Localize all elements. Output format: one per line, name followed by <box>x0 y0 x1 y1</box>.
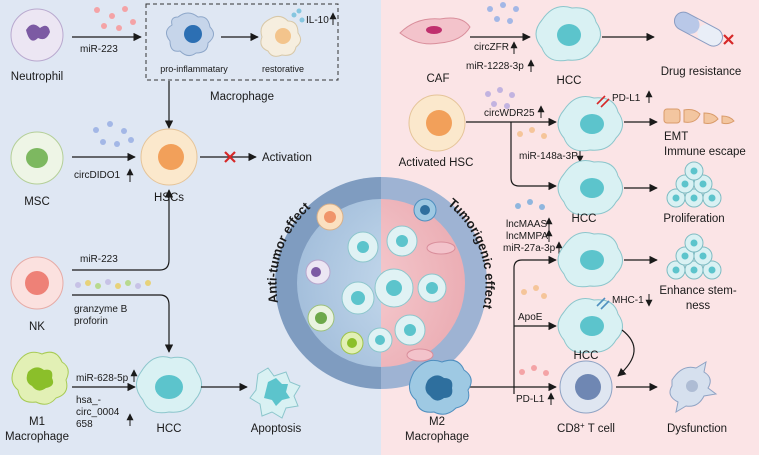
emt-cells-icon <box>663 108 735 125</box>
hsa-line1: hsa_- <box>76 395 101 406</box>
hcc-low-label: HCC <box>574 350 599 362</box>
m1-macrophage-cell <box>11 351 69 405</box>
inhibit-x-icon <box>224 151 236 163</box>
m2-label-line1: M2 <box>429 416 445 428</box>
vesicles-pdl1 <box>519 365 549 376</box>
m2-label-line2: Macrophage <box>405 431 469 443</box>
caf-cell <box>399 17 471 45</box>
vesicles-mir148 <box>517 127 547 139</box>
hcc-left-label: HCC <box>157 423 182 435</box>
hcc-cell-pdl1 <box>557 96 623 152</box>
inner-caf-cell <box>426 241 456 255</box>
vesicles-granzyme <box>75 279 151 289</box>
vesicles-apoe <box>521 285 547 299</box>
emt-label: EMT <box>664 131 688 143</box>
caf-label: CAF <box>427 73 450 85</box>
pdl1-top-label: PD-L1 <box>612 93 641 104</box>
mir628-label: miR-628-5p <box>76 373 129 384</box>
neutrophil-cell <box>10 8 64 62</box>
hcc-top-label: HCC <box>557 75 582 87</box>
stemness-label-line1: Enhance stem- <box>659 285 737 297</box>
activation-label: Activation <box>262 152 312 164</box>
pdl1-low-label: PD-L1 <box>516 394 545 405</box>
arrow-hsc-hcc-prolif <box>510 122 557 191</box>
nk-cell <box>10 256 64 310</box>
drug-resistance-label: Drug resistance <box>661 66 742 78</box>
circwdr25-label: circWDR25 <box>484 108 535 119</box>
vesicles-mir223 <box>94 6 136 31</box>
center-circle: Anti-tumor effect Tumorigenic effect <box>264 177 498 389</box>
circdido1-label: circDIDO1 <box>74 170 121 181</box>
lncmmpa-label: lncMMPA <box>506 231 548 242</box>
granzyme-label: granzyme B <box>74 304 128 315</box>
hscs-cell <box>140 128 198 186</box>
hcc-cell-stemness <box>557 232 623 288</box>
mir223-top-label: miR-223 <box>80 44 118 55</box>
il10-label: IL-10 <box>306 15 329 26</box>
mhc1-label: MHC-1 <box>612 295 644 306</box>
restorative-label: restorative <box>262 64 304 74</box>
apoptotic-cell <box>249 367 301 419</box>
mir27a-label: miR-27a-3p <box>503 243 556 254</box>
hcc-mid-label: HCC <box>572 213 597 225</box>
arrow-hcc-cd8 <box>617 329 635 377</box>
proforin-label: proforin <box>74 316 108 327</box>
hcc-cell-left <box>136 356 202 414</box>
pro-inflammatory-macrophage <box>166 12 214 57</box>
stemness-nuclei <box>672 239 716 274</box>
vesicles-circwdr25 <box>485 87 515 109</box>
apoe-label: ApoE <box>518 312 543 323</box>
arrow-nk-hscs <box>72 189 174 271</box>
cd8-label: CD8+ T cell <box>557 421 615 436</box>
m2-trunk-line <box>513 255 557 394</box>
pro-inflammatory-label: pro-inflammatary <box>160 64 228 74</box>
inner-caf-cell-2 <box>406 348 434 362</box>
hcc-cell-mid <box>557 160 623 216</box>
m1-label-line1: M1 <box>29 416 45 428</box>
arrow-nk-hcc <box>72 294 174 353</box>
hsa-line2: circ_0004 <box>76 407 120 418</box>
pill-icon <box>673 11 723 47</box>
msc-label: MSC <box>24 196 50 208</box>
vesicles-lnc <box>515 199 545 210</box>
mir148-label: miR-148a-3P <box>519 151 578 162</box>
nk-label: NK <box>29 321 45 333</box>
m1-label-line2: Macrophage <box>5 431 69 443</box>
drug-x-icon <box>723 34 734 45</box>
mhc1-receptor-icon <box>596 297 610 310</box>
mir1228-label: miR-1228-3p <box>466 61 524 72</box>
apoptosis-label: Apoptosis <box>251 423 302 435</box>
lncmaas-label: lncMAAS <box>506 219 547 230</box>
hcc-cell-top <box>535 6 601 62</box>
dysfunction-label: Dysfunction <box>667 423 727 435</box>
proliferation-label: Proliferation <box>663 213 724 225</box>
m2-macrophage-cell <box>409 359 472 415</box>
activated-hsc-cell <box>408 94 466 152</box>
vesicles-circdido1 <box>93 121 134 147</box>
circzfr-label: circZFR <box>474 42 509 53</box>
dysfunctional-cell-icon <box>669 360 718 414</box>
macrophage-box <box>145 3 339 81</box>
restorative-macrophage <box>260 15 302 57</box>
stemness-label-line2: ness <box>686 300 711 312</box>
activated-hsc-label: Activated HSC <box>399 157 474 169</box>
macrophage-label: Macrophage <box>210 91 274 103</box>
cd8-t-cell <box>559 360 613 414</box>
vesicles-il10 <box>291 8 305 23</box>
immune-escape-label: Immune escape <box>664 146 746 158</box>
hcc-cell-mhc1 <box>557 298 623 354</box>
hsa-line3: 658 <box>76 419 93 430</box>
mir223-nk-label: miR-223 <box>80 254 118 265</box>
msc-cell <box>10 131 64 185</box>
neutrophil-label: Neutrophil <box>11 71 63 83</box>
pdl1-receptor-icon <box>596 95 610 108</box>
vesicles-circzfr <box>487 2 519 24</box>
proliferation-nuclei <box>672 167 716 202</box>
